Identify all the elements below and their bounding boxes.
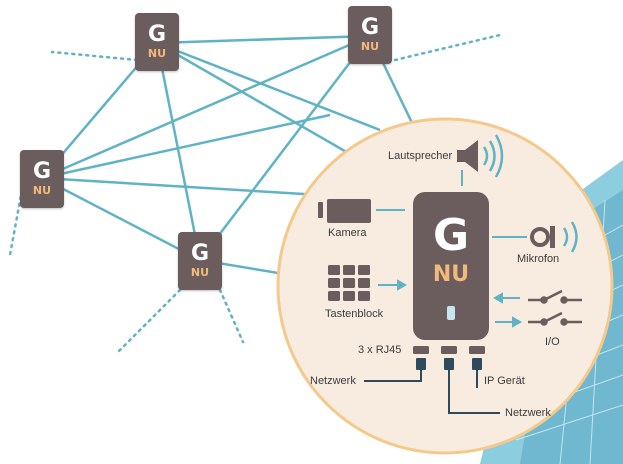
network-cables: [364, 370, 500, 414]
microphone-icon: [530, 221, 578, 253]
node-logo-nu: NU: [147, 47, 167, 60]
label-io: I/O: [545, 336, 560, 348]
label-netzwerk-left: Netzwerk: [310, 375, 356, 387]
node-logo-nu: NU: [190, 266, 210, 279]
node-logo-nu: NU: [360, 40, 380, 53]
loudspeaker-icon: [457, 134, 504, 178]
label-ip-geraet: IP Gerät: [484, 375, 525, 387]
camera-icon: [318, 199, 371, 223]
device-logo-g: G: [432, 210, 470, 261]
node-logo-g: G: [190, 241, 210, 266]
keypad-icon: [328, 265, 370, 301]
node-logo-g: G: [32, 159, 52, 184]
label-rj45: 3 x RJ45: [358, 344, 402, 356]
network-node-3: G NU: [20, 150, 64, 208]
label-lautsprecher: Lautsprecher: [388, 150, 453, 162]
network-dotted-lines: [8, 33, 502, 354]
network-node-1: G NU: [135, 13, 179, 71]
network-node-2: G NU: [348, 6, 392, 64]
label-kamera: Kamera: [328, 227, 367, 239]
device-connections: [376, 170, 527, 328]
label-mikrofon: Mikrofon: [517, 253, 560, 265]
device-status-led: [447, 306, 455, 320]
node-logo-g: G: [360, 15, 380, 40]
label-tastenblock: Tastenblock: [325, 308, 384, 320]
node-logo-nu: NU: [32, 184, 52, 197]
node-logo-g: G: [147, 22, 167, 47]
gnu-device: G NU: [413, 192, 489, 340]
device-logo-nu: NU: [432, 262, 470, 287]
rj45-ports: [413, 346, 485, 370]
network-node-4: G NU: [178, 232, 222, 290]
label-netzwerk-bottom: Netzwerk: [505, 407, 551, 419]
io-switch-icon: [528, 289, 582, 326]
